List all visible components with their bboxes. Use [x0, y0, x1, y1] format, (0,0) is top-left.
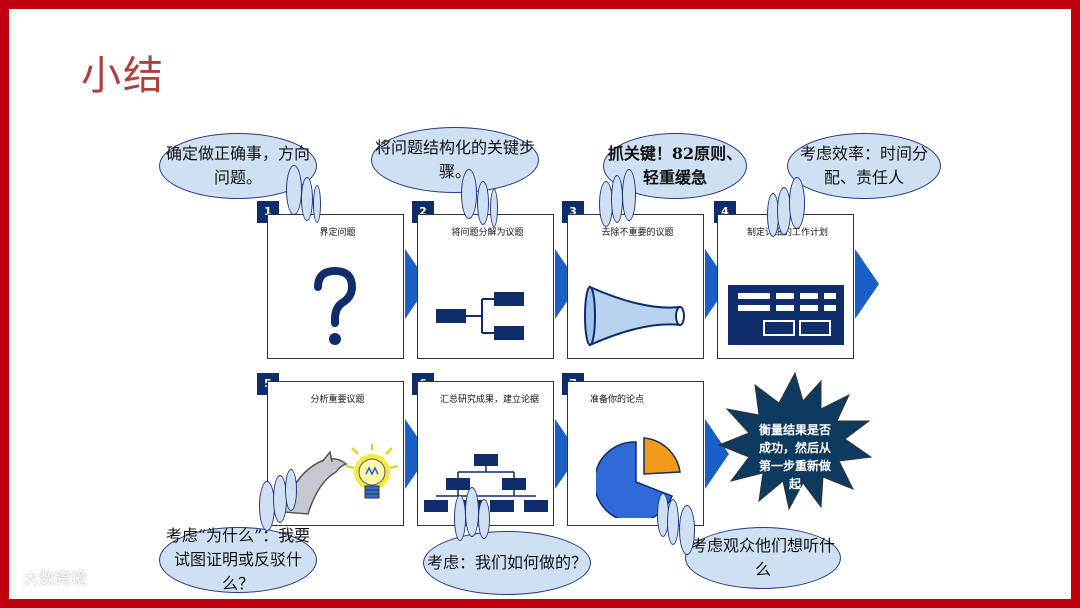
callout-tail — [285, 469, 297, 511]
callout-tail — [465, 487, 479, 537]
issue-tree-icon — [436, 291, 536, 343]
callout-structure-steps: 将问题结构化的关键步骤。 — [371, 127, 539, 193]
step-7-box: 准备你的论点 — [567, 381, 704, 526]
callout-tail — [313, 185, 321, 223]
callout-tail — [454, 495, 466, 541]
step-6-label: 汇总研究成果，建立论据 — [440, 394, 547, 407]
arrow-right-icon — [855, 249, 879, 319]
step-4-box: 制定详细的工作计划 — [717, 214, 854, 359]
workplan-table-icon — [728, 285, 844, 345]
callout-tail — [286, 165, 302, 215]
callout-tail — [789, 177, 805, 229]
callout-how: 考虑：我们如何做的？ — [423, 531, 591, 595]
starburst-text: 衡量结果是否成功，然后从第一步重新做起 — [755, 421, 835, 493]
callout-tail — [301, 177, 313, 221]
step-1-label: 界定问题 — [278, 227, 397, 240]
callout-audience: 考虑观众他们想听什么 — [685, 527, 841, 589]
step-7-label: 准备你的论点 — [590, 394, 697, 407]
callout-tail — [490, 189, 498, 227]
step-3-label: 去除不重要的议题 — [578, 227, 697, 240]
callout-tail — [622, 169, 636, 221]
question-mark-icon — [310, 267, 360, 349]
callout-tail — [679, 505, 695, 555]
callout-tail — [478, 499, 490, 539]
callout-efficiency: 考虑效率：时间分配、责任人 — [787, 133, 941, 199]
slide-title: 小结 — [81, 43, 165, 101]
step-1-box: 界定问题 — [267, 214, 404, 359]
step-5-label: 分析重要议题 — [278, 394, 397, 407]
callout-why: 考虑“为什么”：我要试图证明或反驳什么？ — [159, 527, 317, 593]
callout-tail — [477, 181, 489, 225]
watermark: 大数跨境 — [23, 565, 87, 589]
step-3-box: 去除不重要的议题 — [567, 214, 704, 359]
funnel-icon — [584, 285, 690, 347]
step-2-box: 将问题分解为议题 — [417, 214, 554, 359]
callout-tail — [667, 499, 679, 545]
callout-tail — [461, 169, 477, 219]
step-2-label: 将问题分解为议题 — [428, 227, 547, 240]
